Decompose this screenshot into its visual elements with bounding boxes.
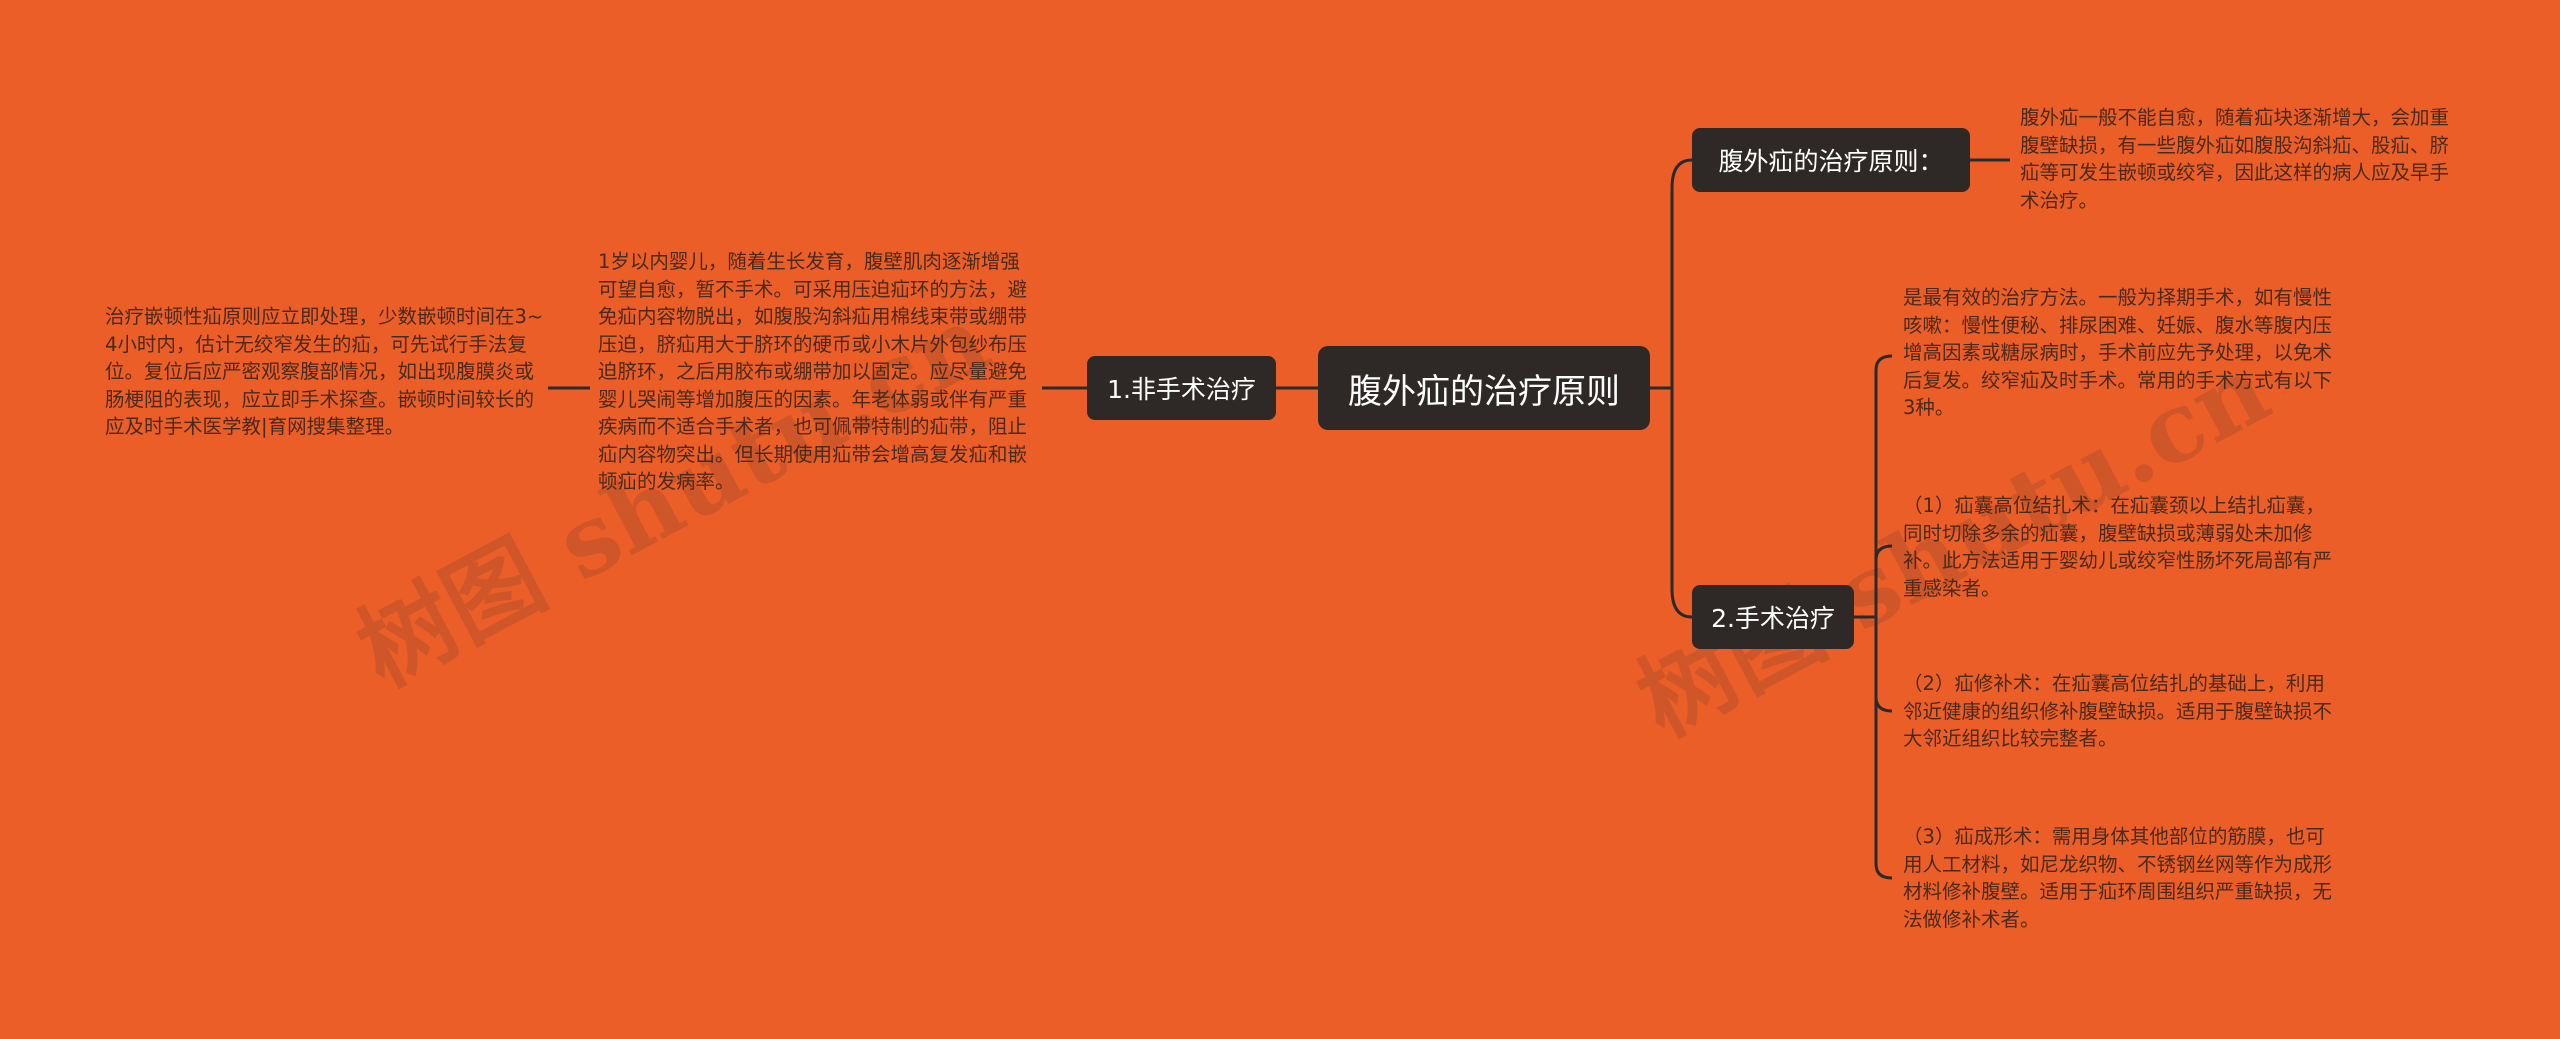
incarcerated-hernia-note: 治疗嵌顿性疝原则应立即处理，少数嵌顿时间在3~4小时内，估计无绞窄发生的疝，可先… xyxy=(105,305,544,438)
connector-b2-note2 xyxy=(1874,544,1893,617)
surgical-note-overview: 是最有效的治疗方法。一般为择期手术，如有慢性咳嗽：慢性便秘、排尿困难、妊娠、腹水… xyxy=(1903,286,2333,419)
connector-to-branch2 xyxy=(1670,388,1693,619)
non-surgical-note: 1岁以内婴儿，随着生长发育，腹壁肌肉逐渐增强可望自愈，暂不手术。可采用压迫疝环的… xyxy=(598,250,1028,493)
surgical-note-hernioplasty: （3）疝成形术：需用身体其他部位的筋膜，也可用人工材料，如尼龙织物、不锈钢丝网等… xyxy=(1903,825,2333,931)
branch-non-surgical-treatment[interactable]: 1.非手术治疗 xyxy=(1087,356,1276,420)
connector-b2-note1 xyxy=(1874,354,1893,617)
root-node[interactable]: 腹外疝的治疗原则 xyxy=(1318,346,1650,430)
branch-treatment-principle[interactable]: 腹外疝的治疗原则： xyxy=(1692,128,1970,192)
branch-treatment-principle-note: 腹外疝一般不能自愈，随着疝块逐渐增大，会加重腹壁缺损，有一些腹外疝如腹股沟斜疝、… xyxy=(2020,106,2450,212)
branch-surgical-treatment[interactable]: 2.手术治疗 xyxy=(1692,585,1854,649)
connector-to-branch1 xyxy=(1670,158,1693,388)
connector-b2-note4 xyxy=(1874,617,1893,880)
connector-b2-note3 xyxy=(1874,617,1893,713)
surgical-note-high-ligation: （1）疝囊高位结扎术：在疝囊颈以上结扎疝囊，同时切除多余的疝囊，腹壁缺损或薄弱处… xyxy=(1903,494,2333,600)
surgical-note-herniorrhaphy: （2）疝修补术：在疝囊高位结扎的基础上，利用邻近健康的组织修补腹壁缺损。适用于腹… xyxy=(1903,672,2333,750)
